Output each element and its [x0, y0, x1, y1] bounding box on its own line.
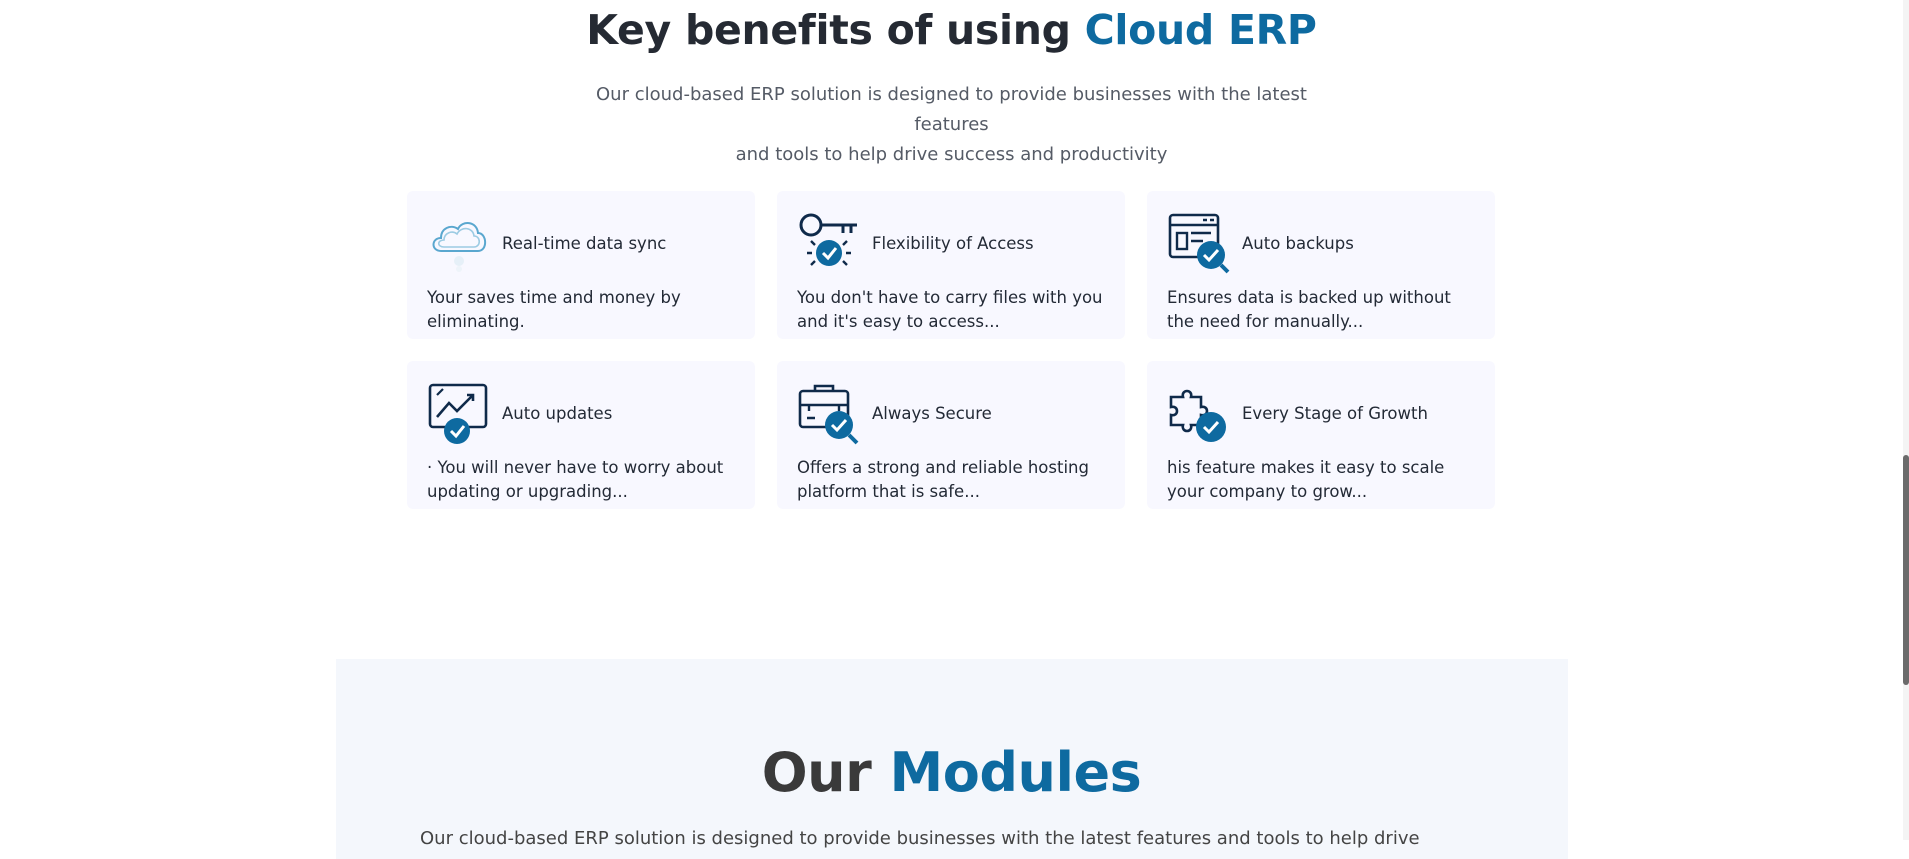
- cloud-sync-icon: [432, 222, 487, 272]
- puzzle-growth-icon: [1169, 389, 1226, 442]
- modules-heading-accent: Modules: [889, 741, 1142, 804]
- backup-window-icon: [1168, 213, 1230, 274]
- card-description: You don't have to carry files with you a…: [797, 288, 1103, 331]
- benefit-card-auto-backups[interactable]: Auto backups Ensures data is backed up w…: [1147, 191, 1495, 339]
- key-access-icon: [799, 213, 857, 266]
- card-description: Offers a strong and reliable hosting pla…: [797, 458, 1089, 501]
- benefits-subtitle-line2: and tools to help drive success and prod…: [735, 144, 1168, 165]
- card-title: Auto backups: [1242, 233, 1354, 253]
- card-title: Auto updates: [502, 403, 613, 423]
- benefit-card-auto-updates[interactable]: Auto updates · You will never have to wo…: [407, 361, 755, 509]
- modules-subtitle: Our cloud-based ERP solution is designed…: [420, 828, 1420, 849]
- benefits-subtitle: Our cloud-based ERP solution is designed…: [560, 80, 1343, 170]
- scrollbar-track[interactable]: [1903, 0, 1909, 840]
- card-description: · You will never have to worry about upd…: [427, 458, 724, 501]
- benefit-card-realtime-sync[interactable]: Real-time data sync Your saves time and …: [407, 191, 755, 339]
- card-title: Always Secure: [872, 403, 992, 423]
- benefits-heading-lead: Key benefits of using: [586, 6, 1085, 54]
- benefit-card-flexibility[interactable]: Flexibility of Access You don't have to …: [777, 191, 1125, 339]
- benefits-subtitle-line1: Our cloud-based ERP solution is designed…: [596, 84, 1307, 135]
- card-description: Ensures data is backed up without the ne…: [1167, 288, 1451, 331]
- modules-section: [336, 659, 1568, 859]
- card-title: Every Stage of Growth: [1242, 403, 1428, 423]
- benefits-heading-accent: Cloud ERP: [1084, 6, 1317, 54]
- briefcase-secure-icon: [798, 384, 859, 445]
- modules-heading: Our Modules: [0, 741, 1903, 804]
- modules-heading-lead: Our: [761, 741, 890, 804]
- card-description: Your saves time and money by eliminating…: [427, 288, 681, 331]
- card-title: Real-time data sync: [502, 233, 667, 253]
- update-chart-icon: [428, 383, 488, 444]
- card-title: Flexibility of Access: [872, 233, 1034, 253]
- benefit-card-growth[interactable]: Every Stage of Growth his feature makes …: [1147, 361, 1495, 509]
- benefit-card-always-secure[interactable]: Always Secure Offers a strong and reliab…: [777, 361, 1125, 509]
- card-description: his feature makes it easy to scale your …: [1167, 458, 1445, 501]
- scrollbar-thumb[interactable]: [1903, 455, 1909, 685]
- benefits-heading: Key benefits of using Cloud ERP: [0, 6, 1903, 54]
